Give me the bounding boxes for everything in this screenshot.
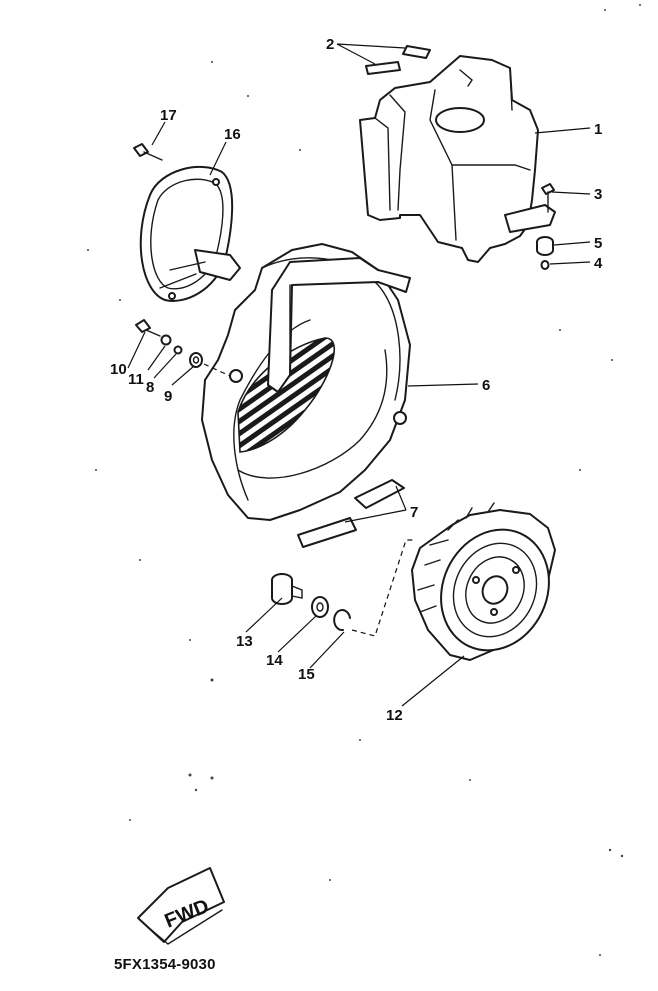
callout-7: 7 <box>410 504 418 521</box>
callout-15: 15 <box>298 666 315 683</box>
parts-8-11-fasteners <box>135 319 231 377</box>
parts-3-4-5-fasteners <box>536 183 555 270</box>
callout-2: 2 <box>326 36 334 53</box>
callout-5: 5 <box>594 235 602 252</box>
callout-10: 10 <box>110 361 127 378</box>
leader-lines <box>127 43 591 707</box>
callout-13: 13 <box>236 633 253 650</box>
part-7-pads <box>297 479 405 548</box>
callout-16: 16 <box>224 126 241 143</box>
part-16-cover <box>139 165 241 302</box>
callout-8: 8 <box>146 379 154 396</box>
callout-3: 3 <box>594 186 602 203</box>
callout-1: 1 <box>594 121 602 138</box>
fan-fins <box>417 502 495 613</box>
callout-17: 17 <box>160 107 177 124</box>
part-code: 5FX1354-9030 <box>114 956 216 973</box>
part-12-flywheel-fan <box>411 502 556 661</box>
callout-6: 6 <box>482 377 490 394</box>
callout-9: 9 <box>164 388 172 405</box>
callout-11: 11 <box>128 371 144 388</box>
callout-labels: 1 2 3 4 5 6 7 8 9 10 11 12 13 14 15 16 1… <box>110 36 603 724</box>
background-specks <box>87 4 641 956</box>
part-17-screw <box>133 143 163 161</box>
part-6-fan-housing <box>201 243 411 521</box>
part-2-pads <box>365 45 431 75</box>
callout-4: 4 <box>594 255 603 272</box>
fwd-direction-arrow: FWD <box>137 867 225 945</box>
parts-13-15-hub-fasteners <box>271 539 416 637</box>
part-1-air-shroud <box>359 55 556 263</box>
callout-12: 12 <box>386 707 403 724</box>
callout-14: 14 <box>266 652 283 669</box>
